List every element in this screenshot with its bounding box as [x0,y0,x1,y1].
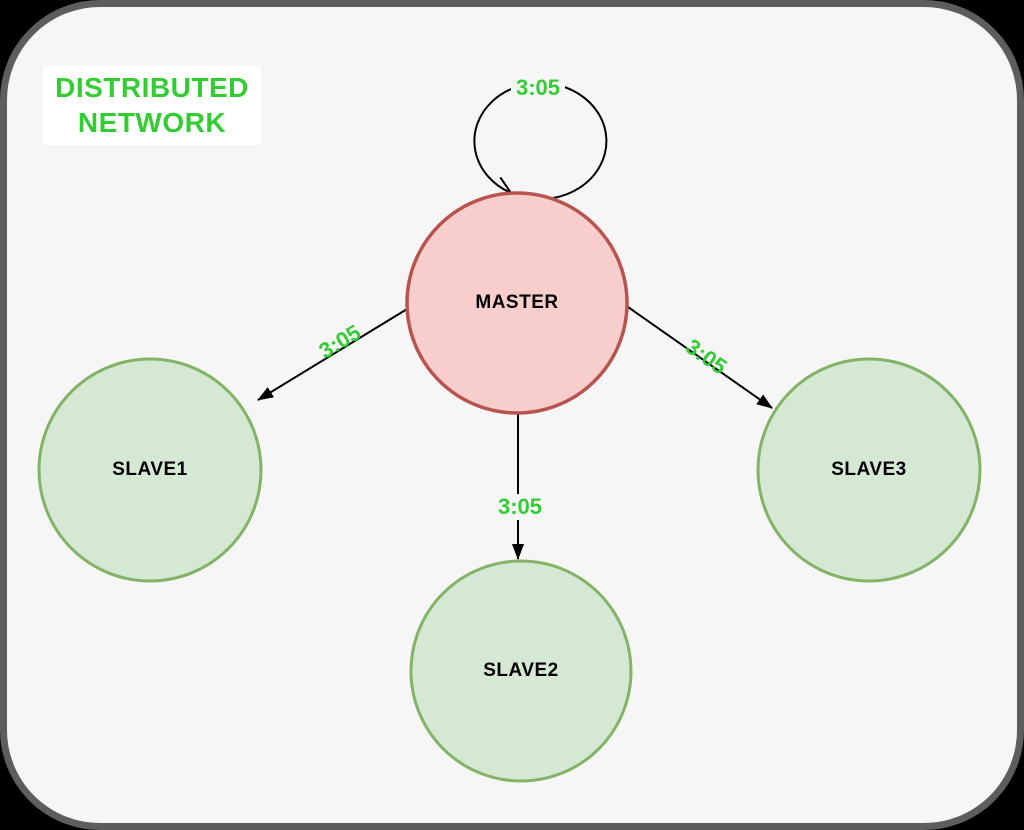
edge-master-slave3 [627,306,773,409]
page-title-line2: NETWORK [77,107,227,138]
node-master-circle [405,191,629,415]
node-slave2-label: SLAVE2 [483,660,559,681]
page-title: DISTRIBUTED NETWORK [43,66,261,145]
node-slave1-circle [37,357,263,583]
node-slave1-label: SLAVE1 [112,459,188,480]
page-title-line1: DISTRIBUTED [55,72,249,103]
edge-master-slave1 [257,305,413,401]
node-slave3-circle [756,357,982,583]
node-slave2-circle [409,559,633,783]
edge-label-slave2: 3:05 [492,494,548,520]
node-master-label: MASTER [475,292,559,313]
edge-label-self-loop: 3:05 [510,75,566,101]
node-slave3-label: SLAVE3 [831,459,907,480]
